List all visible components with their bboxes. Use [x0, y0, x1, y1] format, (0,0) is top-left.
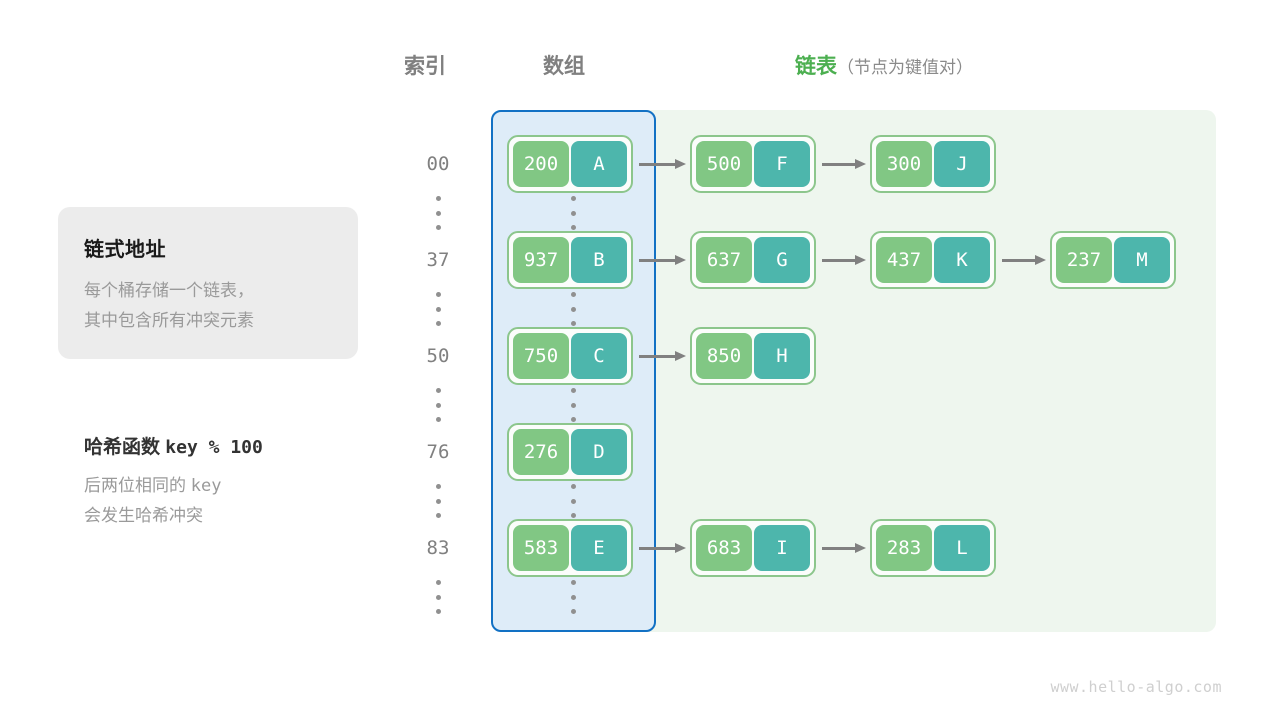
node-key: 683 [696, 525, 752, 571]
array-ellipsis-icon [563, 388, 583, 422]
array-ellipsis-icon [563, 580, 583, 614]
info-card-line-1: 每个桶存储一个链表， [84, 281, 254, 300]
watermark: www.hello-algo.com [1050, 678, 1222, 696]
ellipsis-row [0, 196, 1280, 230]
hash-function-expression: key % 100 [165, 437, 263, 458]
node-key: 437 [876, 237, 932, 283]
node-value: H [754, 333, 810, 379]
node-value: D [571, 429, 627, 475]
node-key: 750 [513, 333, 569, 379]
header-linked-list: 链表（节点为键值对） [795, 50, 973, 80]
hash-function-label: 哈希函数 [84, 437, 161, 458]
header-linked-list-main: 链表 [795, 55, 837, 78]
node-value: A [571, 141, 627, 187]
bucket-index-label: 83 [426, 537, 450, 559]
ellipsis-row [0, 580, 1280, 614]
node-value: C [571, 333, 627, 379]
chain-arrow-icon [1002, 255, 1046, 265]
info-card-chaining: 链式地址 每个桶存储一个链表， 其中包含所有冲突元素 [58, 207, 358, 359]
chain-arrow-icon [639, 543, 686, 553]
bucket-index-label: 37 [426, 249, 450, 271]
chain-arrow-icon [822, 159, 866, 169]
chain-arrow-icon [639, 159, 686, 169]
node-key: 583 [513, 525, 569, 571]
chain-arrow-icon [822, 255, 866, 265]
ellipsis-row [0, 388, 1280, 422]
index-ellipsis-icon [428, 580, 448, 614]
node-key: 637 [696, 237, 752, 283]
node-key: 850 [696, 333, 752, 379]
index-ellipsis-icon [428, 388, 448, 422]
hash-function-note: 哈希函数 key % 100 后两位相同的 key 会发生哈希冲突 [84, 432, 404, 531]
node-value: I [754, 525, 810, 571]
array-ellipsis-icon [563, 292, 583, 326]
column-headers: 索引 数组 链表（节点为键值对） [0, 50, 1280, 84]
chain-arrow-icon [639, 255, 686, 265]
info-card-line-2: 其中包含所有冲突元素 [84, 311, 254, 330]
node-key: 283 [876, 525, 932, 571]
hash-note-line-1-text: 后两位相同的 [84, 476, 186, 495]
node-key: 276 [513, 429, 569, 475]
node-value: M [1114, 237, 1170, 283]
hash-note-line-1: 后两位相同的 key [84, 471, 404, 501]
hash-note-line-2: 会发生哈希冲突 [84, 506, 203, 525]
node-value: J [934, 141, 990, 187]
index-ellipsis-icon [428, 196, 448, 230]
bucket-index-label: 50 [426, 345, 450, 367]
node-value: L [934, 525, 990, 571]
node-value: E [571, 525, 627, 571]
index-ellipsis-icon [428, 484, 448, 518]
chain-arrow-icon [822, 543, 866, 553]
chain-arrow-icon [639, 351, 686, 361]
node-key: 300 [876, 141, 932, 187]
array-ellipsis-icon [563, 196, 583, 230]
info-card-title: 链式地址 [84, 239, 166, 261]
hash-note-line-1-code: key [190, 476, 222, 496]
node-key: 937 [513, 237, 569, 283]
header-linked-list-sub: （节点为键值对） [837, 58, 973, 77]
ellipsis-row [0, 292, 1280, 326]
bucket-index-label: 76 [426, 441, 450, 463]
node-value: K [934, 237, 990, 283]
header-index: 索引 [404, 55, 446, 78]
array-ellipsis-icon [563, 484, 583, 518]
node-key: 500 [696, 141, 752, 187]
index-ellipsis-icon [428, 292, 448, 326]
node-value: F [754, 141, 810, 187]
node-value: G [754, 237, 810, 283]
hash-function-title: 哈希函数 key % 100 [84, 432, 404, 459]
ellipsis-row [0, 484, 1280, 518]
header-array: 数组 [543, 55, 585, 78]
bucket-index-label: 00 [426, 153, 450, 175]
node-key: 237 [1056, 237, 1112, 283]
node-key: 200 [513, 141, 569, 187]
node-value: B [571, 237, 627, 283]
